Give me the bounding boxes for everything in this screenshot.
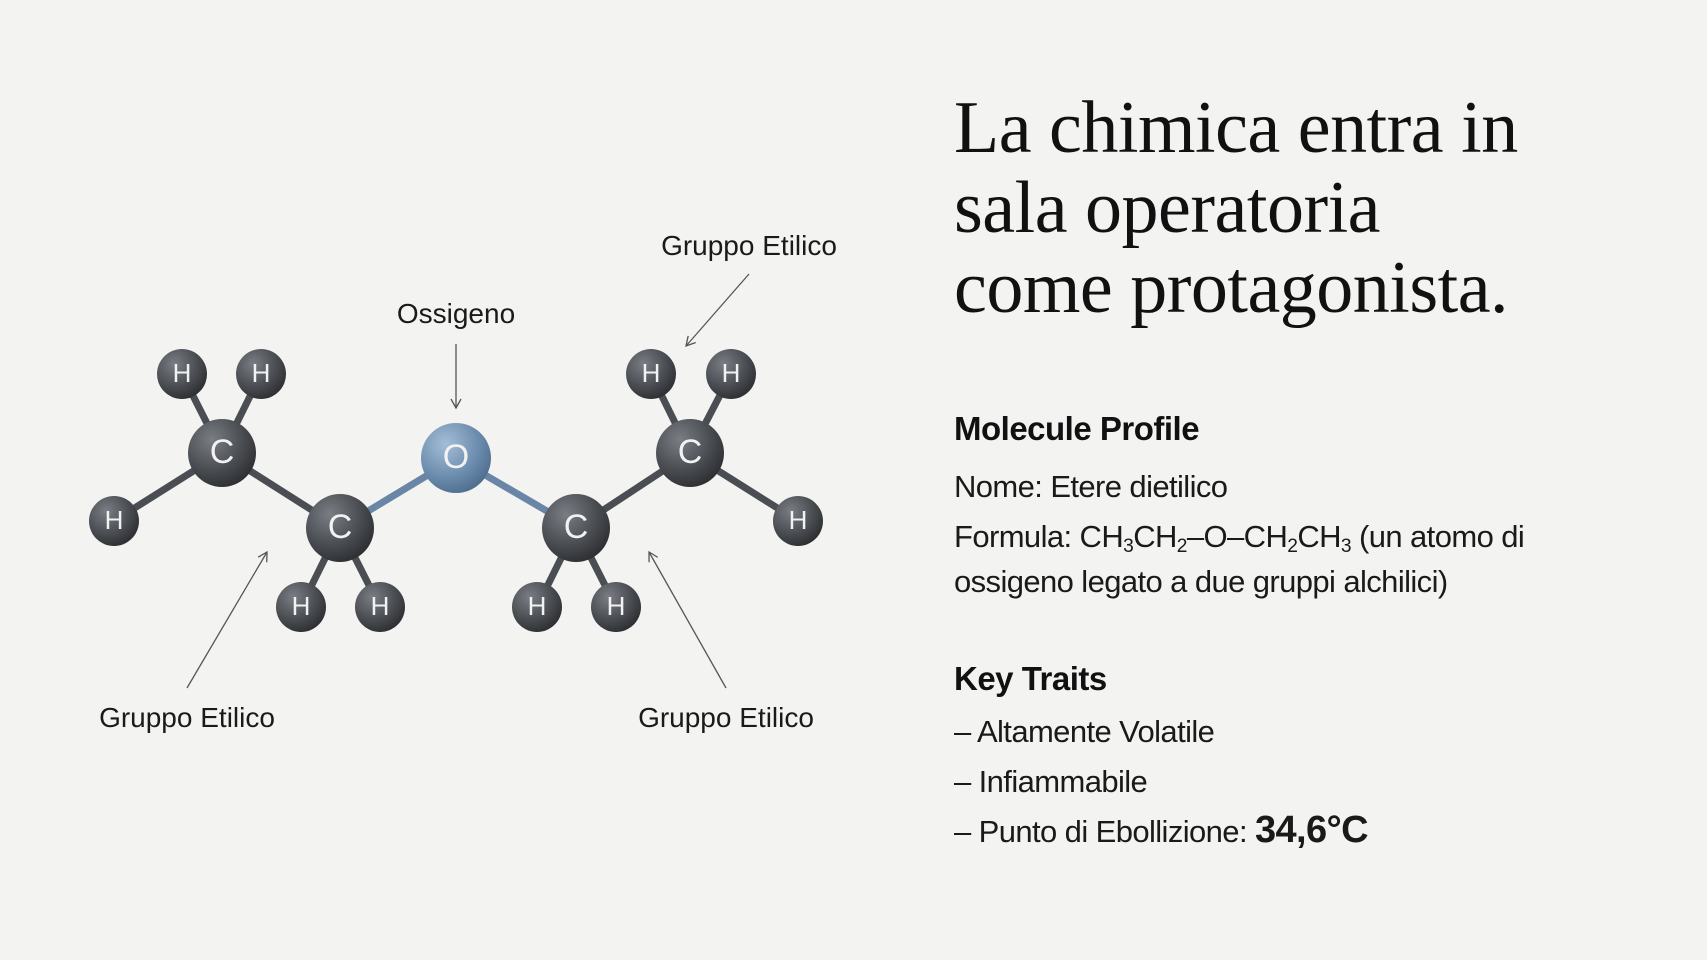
hydrogen-atom: H (89, 496, 139, 546)
atom-sphere (706, 349, 756, 399)
atom-symbol: H (642, 358, 661, 388)
formula-subscript: 2 (1176, 535, 1188, 557)
trait-item: – Altamente Volatile (954, 714, 1215, 749)
diethyl-ether-molecule-diagram: H H C H C H H O C H H C H H H (89, 273, 823, 689)
atom-sphere (188, 419, 256, 487)
atom-symbol: C (564, 508, 589, 546)
ethyl-top-right-arrow (685, 273, 750, 348)
atom-sphere (355, 582, 405, 632)
carbon-atom: C (306, 494, 374, 562)
atom-symbol: H (607, 591, 626, 621)
atom-sphere (276, 582, 326, 632)
atom-sphere (542, 494, 610, 562)
molecule-name: Nome: Etere dietilico (954, 469, 1228, 504)
key-traits-heading: Key Traits (954, 660, 1107, 697)
ethyl-bottom-left-arrow (186, 550, 268, 689)
atom-symbol: H (722, 358, 741, 388)
atom-symbol: H (292, 591, 311, 621)
atom-symbol: H (252, 358, 271, 388)
hydrogen-atom: H (276, 582, 326, 632)
boiling-point-value: 34,6°C (1254, 809, 1369, 851)
oxygen-atom: O (421, 423, 491, 493)
formula-subscript: 3 (1340, 535, 1352, 557)
formula-subscript: 2 (1287, 535, 1298, 557)
atom-sphere (591, 582, 641, 632)
formula-label: Formula: (954, 519, 1080, 554)
title-line: La chimica entra in (954, 87, 1518, 169)
atom-sphere (626, 349, 676, 399)
boiling-point-label: – Punto di Ebollizione: (954, 814, 1255, 849)
trait-item-boiling-point: – Punto di Ebollizione: 34,6°C (954, 809, 1369, 852)
carbon-atom: C (656, 419, 724, 487)
hydrogen-atom: H (591, 582, 641, 632)
atom-sphere (157, 349, 207, 399)
formula-part: CH (1297, 519, 1341, 554)
formula-description: (un atomo di (1351, 519, 1525, 554)
atom-sphere (306, 494, 374, 562)
atom-symbol: C (678, 433, 703, 471)
atom-sphere (421, 423, 491, 493)
formula-description-continued: ossigeno legato a due gruppi alchilici) (954, 564, 1448, 599)
atom-symbol: O (443, 438, 469, 476)
atom-symbol: H (371, 591, 390, 621)
hydrogen-atom: H (355, 582, 405, 632)
atom-sphere (236, 349, 286, 399)
formula-part: CH (1079, 519, 1124, 554)
title-line: come protagonista. (954, 247, 1509, 329)
oxygen-label: Ossigeno (396, 298, 516, 329)
hydrogen-atom: H (157, 349, 207, 399)
hydrogen-atom: H (626, 349, 676, 399)
hydrogen-atom: H (706, 349, 756, 399)
title-line: sala operatoria (954, 167, 1380, 249)
trait-item: – Infiammabile (954, 764, 1148, 799)
atom-symbol: H (105, 505, 124, 535)
atom-symbol: C (210, 433, 235, 471)
carbon-atom: C (188, 419, 256, 487)
atom-sphere (656, 419, 724, 487)
ethyl-group-label-top-right: Gruppo Etilico (661, 230, 837, 261)
atom-sphere (512, 582, 562, 632)
atom-symbol: C (328, 508, 353, 546)
atom-symbol: H (173, 358, 192, 388)
ethyl-bottom-right-arrow (648, 550, 727, 689)
atom-symbol: H (789, 505, 808, 535)
atom-sphere (773, 496, 823, 546)
formula-part: CH (1133, 519, 1177, 554)
hydrogen-atom: H (512, 582, 562, 632)
hydrogen-atom: H (773, 496, 823, 546)
slide-title: La chimica entra in sala operatoria come… (954, 88, 1518, 328)
molecule-formula: Formula: CH3CH2–O–CH2CH3 (un atomo di (954, 519, 1525, 557)
carbon-atom: C (542, 494, 610, 562)
ethyl-group-label-bottom-left: Gruppo Etilico (99, 702, 275, 733)
atom-symbol: H (528, 591, 547, 621)
molecule-profile-heading: Molecule Profile (954, 410, 1200, 447)
atom-sphere (89, 496, 139, 546)
formula-subscript: 3 (1123, 535, 1134, 557)
formula-part: –O–CH (1186, 519, 1288, 554)
hydrogen-atom: H (236, 349, 286, 399)
ethyl-group-label-bottom-right: Gruppo Etilico (638, 702, 814, 733)
